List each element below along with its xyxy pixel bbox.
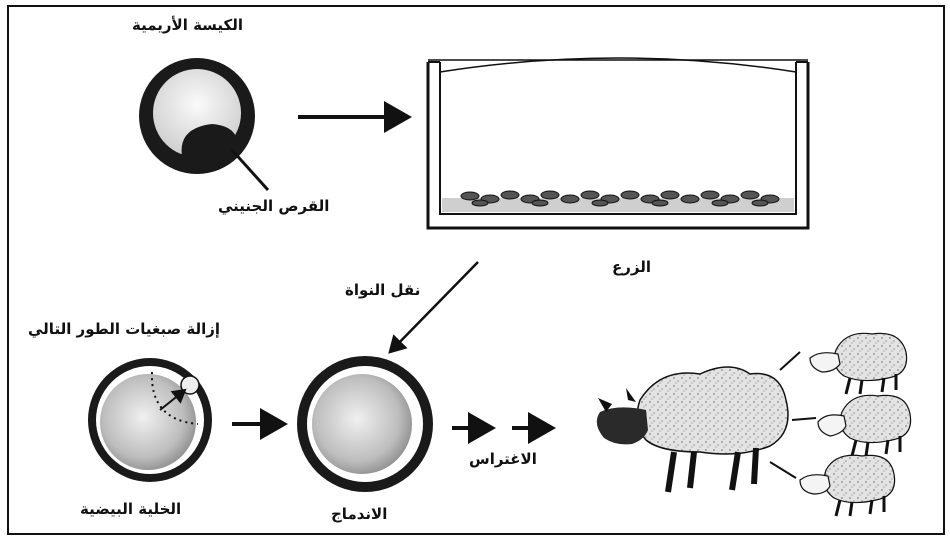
egg-cell-label: الخلية البيضية (80, 500, 181, 518)
culture-dish (428, 58, 808, 228)
culture-label: الزرع (612, 258, 651, 276)
blastocyst-cell (139, 58, 268, 190)
fusion-label: الاندماج (331, 505, 387, 523)
remove-chromosomes-label: إزالة صبغيات الطور التالي (28, 320, 220, 338)
lamb-3 (800, 455, 895, 516)
egg-cell (88, 358, 212, 482)
blastocyst-label: الكيسة الأريمية (132, 16, 243, 34)
fusion-cell (297, 356, 433, 492)
link-lamb-3 (770, 462, 796, 478)
adult-sheep (597, 367, 788, 492)
implantation-label: الاغتراس (469, 450, 537, 468)
lamb-1 (810, 333, 907, 394)
embryonic-disc-label: القرص الجنيني (218, 197, 329, 215)
arrow-nuclear-transfer (390, 262, 478, 352)
link-lamb-2 (792, 418, 816, 420)
lamb-2 (818, 395, 911, 456)
nuclear-transfer-label: نقل النواة (345, 281, 420, 299)
link-lamb-1 (780, 352, 800, 370)
